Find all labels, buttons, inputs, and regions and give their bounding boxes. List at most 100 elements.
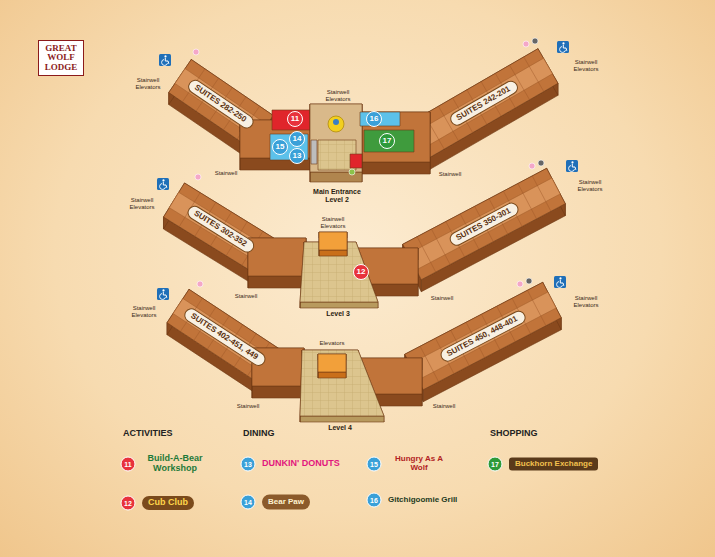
legend-swatch xyxy=(367,493,381,507)
guest-wing xyxy=(410,49,558,158)
main-lobby xyxy=(310,104,362,172)
building-side xyxy=(300,416,384,422)
label-text: 11 xyxy=(124,461,131,468)
legend-number: 11 xyxy=(124,461,131,468)
wing-ridge xyxy=(410,292,556,380)
label-text: Stairwell Elevators xyxy=(131,305,156,318)
label-text: GREAT WOLF LODGE xyxy=(45,43,78,72)
label-text: 12 xyxy=(124,500,132,507)
label-text: Stairwell xyxy=(215,170,238,176)
accessible-icon xyxy=(554,276,566,288)
accessible-icon xyxy=(557,41,569,53)
roof-seam xyxy=(420,346,439,381)
callout-text: 11 xyxy=(291,115,299,123)
room-green xyxy=(364,130,414,152)
stair xyxy=(311,140,317,164)
suite-banner: SUITES 242-201 xyxy=(448,78,521,128)
map-marker xyxy=(349,169,355,175)
legend-number: 15 xyxy=(370,461,378,468)
label-text: Level 3 xyxy=(326,310,350,317)
suite-range: SUITES 242-201 xyxy=(455,84,512,122)
legend-text: Bear Paw xyxy=(268,497,304,506)
building-side xyxy=(319,250,347,256)
elevator-block xyxy=(318,354,346,372)
legend-number: 14 xyxy=(244,499,252,506)
legend-heading: DINING xyxy=(243,428,275,438)
guest-wing xyxy=(405,282,562,389)
callout-text: 16 xyxy=(370,115,379,123)
callout-text: 17 xyxy=(383,137,392,145)
legend-heading: SHOPPING xyxy=(490,428,538,438)
level-label: Level 4 xyxy=(310,424,370,432)
map-marker xyxy=(517,281,523,287)
label-text: ACTIVITIES xyxy=(123,428,173,438)
map-marker xyxy=(195,174,201,180)
callout-number: 15 xyxy=(272,139,288,155)
legend-swatch xyxy=(241,457,255,471)
legend-entry: Cub Club xyxy=(142,496,194,510)
roof-seam xyxy=(524,57,544,92)
wing-ridge xyxy=(173,298,277,375)
callout-text: 15 xyxy=(276,143,285,151)
access-label: Stairwell Elevators xyxy=(315,216,351,230)
legend-number: 16 xyxy=(370,497,378,504)
label-text: Elevators xyxy=(319,340,344,346)
label-text: Stairwell Elevators xyxy=(129,197,154,210)
level-label: Main Entrance Level 2 xyxy=(307,188,367,205)
label-text: 14 xyxy=(244,499,252,506)
building-roof xyxy=(248,238,306,276)
legend-text: Build-A-Bear Workshop xyxy=(147,453,202,473)
label-text: Stairwell Elevators xyxy=(573,59,598,72)
access-label: Stairwell Elevators xyxy=(126,305,162,319)
accessible-icon xyxy=(157,178,169,190)
label-text: Stairwell xyxy=(237,403,260,409)
legend-entry: Gitchigoomie Grill xyxy=(388,496,457,505)
level-floor xyxy=(300,242,378,302)
suite-range: SUITES 282-250 xyxy=(193,83,248,124)
building-side xyxy=(300,302,378,308)
label-text: Stairwell xyxy=(439,171,462,177)
callout-number: 12 xyxy=(353,264,369,280)
legend-swatch xyxy=(488,457,502,471)
access-label: Elevators xyxy=(314,340,350,347)
legend-heading: ACTIVITIES xyxy=(123,428,173,438)
legend-text: Buckhorn Exchange xyxy=(515,459,592,468)
access-label: Stairwell Elevators xyxy=(572,179,608,193)
legend-text: Cub Club xyxy=(148,497,188,507)
label-text: SHOPPING xyxy=(490,428,538,438)
access-label: Stairwell Elevators xyxy=(320,89,356,103)
accessible-icon xyxy=(566,160,578,172)
map-marker xyxy=(529,163,535,169)
label-text: Stairwell xyxy=(433,403,456,409)
legend-swatch xyxy=(121,457,135,471)
access-label: Stairwell xyxy=(208,170,244,177)
wing-ridge xyxy=(408,178,560,270)
access-label: Stairwell xyxy=(426,403,462,410)
building-side xyxy=(252,386,304,398)
access-label: Stairwell Elevators xyxy=(124,197,160,211)
map-marker xyxy=(526,278,532,284)
map-marker xyxy=(197,281,203,287)
access-label: Stairwell Elevators xyxy=(568,295,604,309)
building-side xyxy=(360,162,430,174)
building-side xyxy=(248,276,306,288)
guest-wing xyxy=(403,168,566,279)
room-red xyxy=(350,154,362,168)
roof-seam xyxy=(532,176,551,211)
suite-banner: SUITES 402-451, 449 xyxy=(182,306,268,369)
suite-banner: SUITES 302-352 xyxy=(185,203,257,255)
map-marker xyxy=(193,49,199,55)
lobby-clock xyxy=(333,119,339,125)
access-label: Stairwell xyxy=(424,295,460,302)
access-label: Stairwell xyxy=(228,293,264,300)
callout-text: 14 xyxy=(293,135,302,143)
brand-logo: GREAT WOLF LODGE xyxy=(38,40,84,76)
level-label: Level 3 xyxy=(308,310,368,318)
label-text: 15 xyxy=(370,461,378,468)
callout-number: 14 xyxy=(289,131,305,147)
building-roof xyxy=(360,112,430,162)
